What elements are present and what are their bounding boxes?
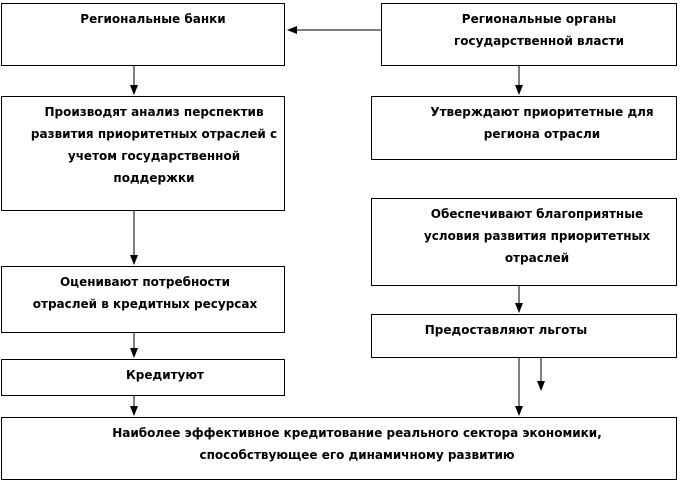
node-analysis: Производят анализ перспектив развития пр… bbox=[1, 96, 285, 211]
node-analysis-label: Производят анализ перспектив развития пр… bbox=[30, 105, 278, 185]
node-result: Наиболее эффективное кредитование реальн… bbox=[1, 417, 677, 480]
node-favorable-conditions-label: Обеспечивают благоприятные условия разви… bbox=[423, 207, 651, 265]
node-provide-benefits-label: Предоставляют льготы bbox=[424, 323, 588, 337]
node-regional-government-label: Региональные органы государственной влас… bbox=[454, 12, 624, 48]
node-favorable-conditions: Обеспечивают благоприятные условия разви… bbox=[371, 198, 677, 286]
node-approve-industries-label: Утверждают приоритетные для региона отра… bbox=[430, 105, 654, 141]
node-lend: Кредитуют bbox=[1, 359, 285, 396]
node-result-label: Наиболее эффективное кредитование реальн… bbox=[112, 426, 602, 462]
node-assess-needs-label: Оценивают потребности отраслей в кредитн… bbox=[32, 275, 258, 311]
node-regional-banks-label: Региональные банки bbox=[80, 12, 226, 26]
node-approve-industries: Утверждают приоритетные для региона отра… bbox=[371, 96, 677, 160]
node-provide-benefits: Предоставляют льготы bbox=[371, 314, 677, 358]
node-lend-label: Кредитуют bbox=[125, 368, 205, 382]
node-assess-needs: Оценивают потребности отраслей в кредитн… bbox=[1, 266, 285, 333]
node-regional-government: Региональные органы государственной влас… bbox=[381, 3, 677, 66]
node-regional-banks: Региональные банки bbox=[1, 3, 285, 66]
